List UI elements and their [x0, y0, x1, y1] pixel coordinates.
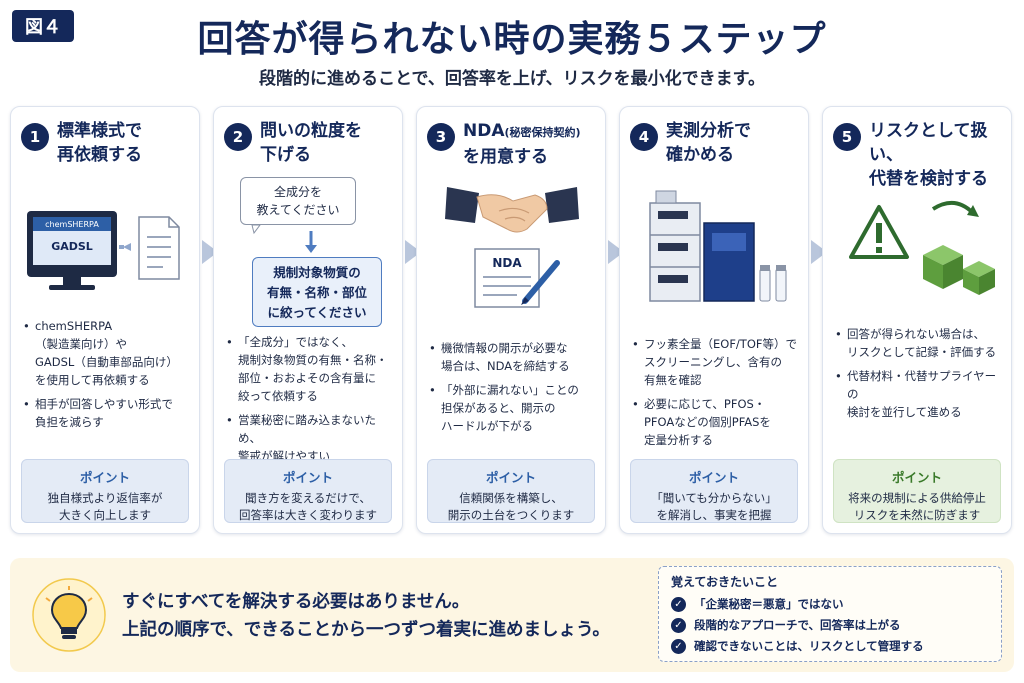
- step-card-1: 1 標準様式で 再依頼する chemSHERPA GADSL: [10, 106, 200, 534]
- point-box: ポイント 独自様式より返信率が 大きく向上します: [21, 459, 189, 523]
- bullet: chemSHERPA （製造業向け）や GADSL（自動車部品向け） を使用して…: [23, 317, 191, 389]
- monitor-document-icon: chemSHERPA GADSL: [27, 211, 180, 290]
- step-illustration: [620, 173, 808, 309]
- bullet: 「外部に漏れない」ことの 担保があると、開示の ハードルが下がる: [429, 381, 597, 435]
- bullet: 営業秘密に踏み込まないため、 警戒が解けやすい: [226, 411, 394, 465]
- bullet: 機微情報の開示が必要な 場合は、NDAを締結する: [429, 339, 597, 375]
- bullet: 必要に応じて、PFOS・ PFOAなどの個別PFASを 定量分析する: [632, 395, 800, 449]
- step-card-3: 3 NDA(秘密保持契約) を用意する NDA: [416, 106, 606, 534]
- point-label: ポイント: [485, 470, 536, 485]
- point-text: 聞き方を変えるだけで、 回答率は大きく変わります: [239, 491, 377, 522]
- step-number: 5: [833, 123, 861, 151]
- step-bullets: 機微情報の開示が必要な 場合は、NDAを締結する 「外部に漏れない」ことの 担保…: [429, 339, 597, 441]
- step-number: 4: [630, 123, 658, 151]
- summary-box: すぐにすべてを解決する必要はありません。 上記の順序で、できることから一つずつ着…: [10, 558, 1014, 672]
- step-illustration: chemSHERPA GADSL: [11, 173, 199, 309]
- point-text: 将来の規制による供給停止 リスクを未然に防ぎます: [848, 491, 986, 522]
- remember-item: ✓ 「企業秘密＝悪意」ではない: [671, 596, 989, 612]
- step-bullets: 回答が得られない場合は、 リスクとして記録・評価する 代替材料・代替サプライヤー…: [835, 325, 1003, 427]
- step-title: リスクとして扱い、 代替を検討する: [869, 121, 988, 189]
- step-card-2: 2 問いの粒度を 下げる 全成分を 教えてください 規制対象物質の 有無・名称・…: [213, 106, 403, 534]
- step-header: 3 NDA(秘密保持契約) を用意する: [427, 119, 599, 169]
- remember-box: 覚えておきたいこと ✓ 「企業秘密＝悪意」ではない ✓ 段階的なアプローチで、回…: [658, 566, 1002, 662]
- step-card-5: 5 リスクとして扱い、 代替を検討する 回答: [822, 106, 1012, 534]
- check-icon: ✓: [671, 638, 686, 654]
- point-text: 「聞いても分からない」 を解消し、事実を把握: [651, 491, 777, 522]
- bullet: 代替材料・代替サプライヤーの 検討を並行して進める: [835, 367, 1003, 421]
- steps-row: 1 標準様式で 再依頼する chemSHERPA GADSL: [10, 106, 1014, 534]
- step-arrow-icon: [405, 240, 421, 264]
- step-number: 2: [224, 123, 252, 151]
- bullet: 相手が回答しやすい形式で 負担を減らす: [23, 395, 191, 431]
- step-number: 3: [427, 123, 455, 151]
- svg-text:NDA: NDA: [492, 256, 522, 270]
- step-header: 4 実測分析で 確かめる: [630, 119, 802, 167]
- bullet: 回答が得られない場合は、 リスクとして記録・評価する: [835, 325, 1003, 361]
- point-text: 独自様式より返信率が 大きく向上します: [47, 491, 163, 522]
- step-title: 標準様式で 再依頼する: [57, 121, 142, 165]
- step-number: 1: [21, 123, 49, 151]
- svg-text:chemSHERPA: chemSHERPA: [45, 220, 99, 229]
- down-arrow-icon: [251, 224, 317, 253]
- step-header: 2 問いの粒度を 下げる: [224, 119, 396, 167]
- bullet: フッ素全量（EOF/TOF等）で スクリーニングし、含有の 有無を確認: [632, 335, 800, 389]
- page-title: 回答が得られない時の実務５ステップ: [197, 19, 827, 60]
- point-text: 信頼関係を構築し、 開示の土台をつくります: [447, 491, 575, 522]
- summary-message: すぐにすべてを解決する必要はありません。 上記の順序で、できることから一つずつ着…: [122, 592, 610, 640]
- point-label: ポイント: [282, 470, 333, 485]
- question-bubble: 全成分を 教えてください: [240, 177, 356, 225]
- point-label: ポイント: [688, 470, 739, 485]
- remember-item: ✓ 確認できないことは、リスクとして管理する: [671, 638, 989, 654]
- handshake-nda-icon: NDA: [445, 187, 579, 308]
- step-illustration: NDA: [417, 173, 605, 309]
- step-arrow-icon: [811, 240, 827, 264]
- step-illustration: [823, 173, 1011, 309]
- page-subtitle: 段階的に進めることで、回答率を上げ、リスクを最小化できます。: [259, 69, 765, 89]
- figure-badge: 図４: [12, 10, 74, 42]
- step-arrow-icon: [608, 240, 624, 264]
- step-card-4: 4 実測分析で 確かめる: [619, 106, 809, 534]
- step-illustration: 全成分を 教えてください 規制対象物質の 有無・名称・部位 に絞ってください: [214, 173, 402, 327]
- lightbulb-icon: [32, 578, 106, 652]
- step-header: 1 標準様式で 再依頼する: [21, 119, 193, 167]
- step-arrow-icon: [202, 240, 218, 264]
- point-label: ポイント: [79, 470, 130, 485]
- point-box: ポイント 聞き方を変えるだけで、 回答率は大きく変わります: [224, 459, 392, 523]
- warning-replace-icon: [849, 201, 995, 295]
- check-icon: ✓: [671, 596, 686, 612]
- analyzer-icon: [649, 190, 787, 302]
- step-title: 問いの粒度を 下げる: [260, 121, 362, 165]
- step-header: 5 リスクとして扱い、 代替を検討する: [833, 119, 1005, 191]
- step-title: NDA(秘密保持契約) を用意する: [463, 121, 581, 167]
- point-box: ポイント 将来の規制による供給停止 リスクを未然に防ぎます: [833, 459, 1001, 523]
- step-title: 実測分析で 確かめる: [666, 121, 751, 165]
- answer-box: 規制対象物質の 有無・名称・部位 に絞ってください: [252, 257, 382, 327]
- remember-title: 覚えておきたいこと: [671, 575, 779, 589]
- point-label: ポイント: [891, 470, 942, 485]
- remember-item: ✓ 段階的なアプローチで、回答率は上がる: [671, 617, 989, 633]
- check-icon: ✓: [671, 617, 686, 633]
- point-box: ポイント 信頼関係を構築し、 開示の土台をつくります: [427, 459, 595, 523]
- step-bullets: フッ素全量（EOF/TOF等）で スクリーニングし、含有の 有無を確認 必要に応…: [632, 335, 800, 455]
- svg-text:GADSL: GADSL: [51, 240, 93, 253]
- bullet: 「全成分」ではなく、 規制対象物質の有無・名称・ 部位・おおよその含有量に 絞っ…: [226, 333, 394, 405]
- point-box: ポイント 「聞いても分からない」 を解消し、事実を把握: [630, 459, 798, 523]
- step-bullets: 「全成分」ではなく、 規制対象物質の有無・名称・ 部位・おおよその含有量に 絞っ…: [226, 333, 394, 471]
- step-bullets: chemSHERPA （製造業向け）や GADSL（自動車部品向け） を使用して…: [23, 317, 191, 437]
